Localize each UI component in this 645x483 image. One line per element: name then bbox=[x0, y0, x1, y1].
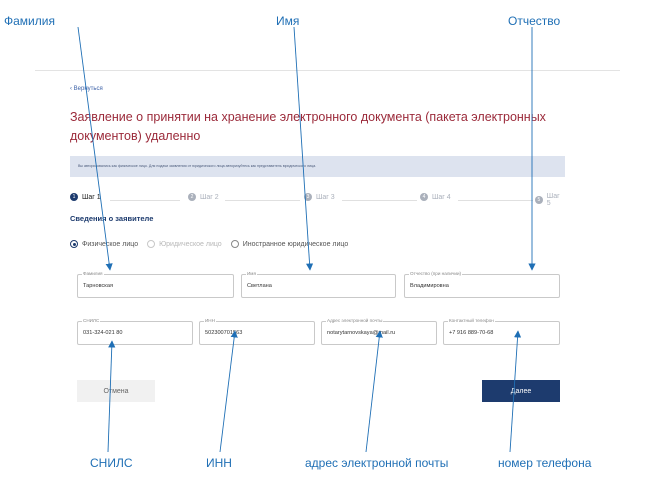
field-value: 031-324-021 80 bbox=[83, 330, 123, 336]
field-value: +7 916 889-70-68 bbox=[449, 330, 494, 336]
section-title: Сведения о заявителе bbox=[70, 214, 154, 223]
step-3[interactable]: 3 Шаг 3 bbox=[304, 193, 335, 201]
step-2[interactable]: 2 Шаг 2 bbox=[188, 193, 219, 201]
callout-firstname: Имя bbox=[276, 14, 300, 28]
step-4[interactable]: 4 Шаг 4 bbox=[420, 193, 451, 201]
chevron-left-icon: ‹ bbox=[70, 86, 72, 92]
step-connector bbox=[225, 200, 300, 201]
stepper: 1 Шаг 1 2 Шаг 2 3 Шаг 3 4 Шаг 4 5 Шаг 5 bbox=[70, 193, 565, 207]
step-number: 5 bbox=[535, 196, 543, 204]
step-5[interactable]: 5 Шаг 5 bbox=[535, 193, 565, 207]
field-value: 502300701563 bbox=[205, 330, 243, 336]
arrow-email bbox=[365, 330, 383, 453]
field-label: Контактный телефон bbox=[448, 318, 495, 324]
field-label: Имя bbox=[246, 271, 257, 277]
radio-foreign-entity[interactable]: Иностранное юридическое лицо bbox=[230, 240, 349, 248]
radio-label: Иностранное юридическое лицо bbox=[242, 240, 349, 248]
radio-label: Физическое лицо bbox=[82, 240, 139, 248]
field-label: Адрес электронной почты bbox=[326, 318, 384, 324]
step-label: Шаг 4 bbox=[432, 193, 451, 201]
phone-field[interactable]: Контактный телефон +7 916 889-70-68 bbox=[443, 318, 560, 345]
step-number: 3 bbox=[304, 193, 312, 201]
back-link[interactable]: ‹ Вернуться bbox=[70, 86, 103, 92]
arrow-inn bbox=[219, 330, 238, 453]
step-number: 2 bbox=[188, 193, 196, 201]
step-label: Шаг 2 bbox=[200, 193, 219, 201]
field-label: Фамилия bbox=[82, 271, 104, 277]
next-button[interactable]: Далее bbox=[482, 380, 560, 402]
auth-notice: Вы авторизовались как физическое лицо. Д… bbox=[70, 156, 565, 177]
arrow-firstname bbox=[293, 26, 314, 271]
step-label: Шаг 1 bbox=[82, 193, 101, 201]
radio-legal-entity[interactable]: Юридическое лицо bbox=[147, 240, 222, 248]
patronymic-field[interactable]: Отчество (при наличии) Владимировна bbox=[404, 271, 560, 298]
snils-field[interactable]: СНИЛС 031-324-021 80 bbox=[77, 318, 193, 345]
callout-lastname: Фамилия bbox=[4, 14, 55, 28]
radio-label: Юридическое лицо bbox=[159, 240, 222, 248]
field-value: notarytarnovskaya@mail.ru bbox=[327, 330, 396, 336]
field-value: Светлана bbox=[247, 283, 272, 289]
field-value: Владимировна bbox=[410, 283, 449, 289]
field-label: СНИЛС bbox=[82, 318, 101, 324]
callout-phone: номер телефона bbox=[498, 456, 592, 470]
callout-snils: СНИЛС bbox=[90, 456, 133, 470]
inn-field[interactable]: ИНН 502300701563 bbox=[199, 318, 315, 345]
field-value: Тарновская bbox=[83, 283, 114, 289]
step-connector bbox=[110, 200, 180, 201]
applicant-type-group: Физическое лицо Юридическое лицо Иностра… bbox=[70, 240, 357, 248]
callout-patronymic: Отчество bbox=[508, 14, 561, 28]
step-number: 4 bbox=[420, 193, 428, 201]
step-label: Шаг 5 bbox=[546, 193, 560, 207]
cancel-button[interactable]: Отмена bbox=[77, 380, 155, 402]
step-label: Шаг 3 bbox=[316, 193, 335, 201]
step-connector bbox=[458, 200, 533, 201]
lastname-field[interactable]: Фамилия Тарновская bbox=[77, 271, 234, 298]
step-number: 1 bbox=[70, 193, 78, 201]
email-field[interactable]: Адрес электронной почты notarytarnovskay… bbox=[321, 318, 437, 345]
callout-email: адрес электронной почты bbox=[305, 456, 449, 470]
firstname-field[interactable]: Имя Светлана bbox=[241, 271, 396, 298]
radio-dot bbox=[147, 240, 156, 248]
page-title: Заявление о принятии на хранение электро… bbox=[70, 110, 546, 143]
callout-inn: ИНН bbox=[206, 456, 232, 470]
field-label: ИНН bbox=[204, 318, 216, 324]
field-label: Отчество (при наличии) bbox=[409, 271, 463, 277]
header-divider bbox=[35, 70, 620, 71]
radio-individual[interactable]: Физическое лицо bbox=[70, 240, 138, 248]
back-label: Вернуться bbox=[73, 86, 103, 92]
radio-dot bbox=[70, 240, 78, 248]
step-connector bbox=[342, 200, 417, 201]
step-1[interactable]: 1 Шаг 1 bbox=[70, 193, 101, 201]
arrow-lastname bbox=[77, 26, 113, 271]
radio-dot bbox=[230, 240, 239, 248]
